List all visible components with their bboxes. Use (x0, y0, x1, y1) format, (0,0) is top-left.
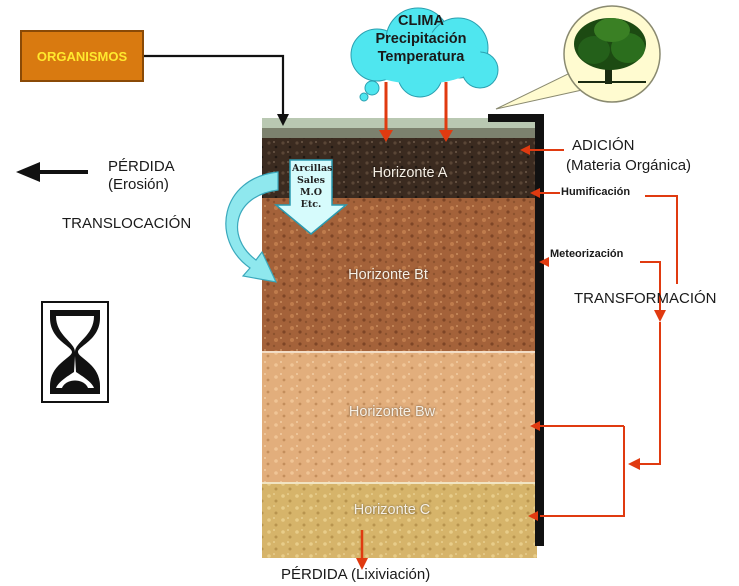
leaching-arrow (356, 530, 368, 570)
hourglass-icon (41, 301, 109, 403)
erosion-loss-subtitle: (Erosión) (108, 176, 169, 193)
leaching-loss-label: PÉRDIDA (Lixiviación) (281, 566, 431, 583)
addition-subtitle: (Materia Orgánica) (566, 157, 692, 174)
clima-label: CLIMA Precipitación Temperatura (357, 12, 485, 66)
horizon-c-label: Horizonte C (353, 502, 431, 518)
addition-title: ADICIÓN (572, 137, 635, 154)
organismos-label: ORGANISMOS (36, 48, 128, 64)
clima-cloud (350, 7, 499, 102)
transformation-label: TRANSFORMACIÓN (574, 290, 717, 307)
translocated-materials: Arcillas Sales M.O Etc. (292, 163, 333, 211)
addition-label: ADICIÓN (Materia Orgánica) (566, 136, 691, 176)
translocation-arrow (273, 159, 349, 235)
material-organic-matter: M.O (299, 187, 323, 198)
soil-column (262, 114, 544, 558)
horizon-bw-layer (262, 352, 537, 484)
horizon-bw-label: Horizonte Bw (348, 404, 436, 420)
left-arrow-icon (16, 162, 88, 182)
vegetation-callout (495, 5, 661, 110)
translocation-label: TRANSLOCACIÓN (62, 215, 192, 232)
process-arrows (520, 145, 678, 521)
tree-icon (574, 18, 646, 84)
humification-label: Humificación (561, 186, 631, 198)
horizon-a-label: Horizonte A (372, 165, 448, 181)
erosion-loss-title: PÉRDIDA (108, 158, 175, 175)
erosion-loss-label: PÉRDIDA (Erosión) (108, 158, 175, 194)
horizon-c-layer (262, 482, 537, 558)
material-etc: Etc. (300, 199, 322, 210)
clima-temperature: Temperatura (377, 49, 465, 65)
material-clays: Arcillas (292, 163, 333, 174)
curved-translocation-arrow (225, 171, 279, 283)
weathering-label: Meteorización (550, 248, 624, 260)
organismos-box: ORGANISMOS (20, 30, 144, 82)
column-shadow-edge (535, 114, 544, 546)
organismos-arrow (144, 54, 289, 126)
clima-arrows (379, 82, 453, 142)
horizon-bt-label: Horizonte Bt (348, 267, 428, 283)
clima-title: CLIMA (398, 13, 444, 29)
clima-precipitation: Precipitación (375, 31, 467, 47)
material-salts: Sales (296, 175, 326, 186)
